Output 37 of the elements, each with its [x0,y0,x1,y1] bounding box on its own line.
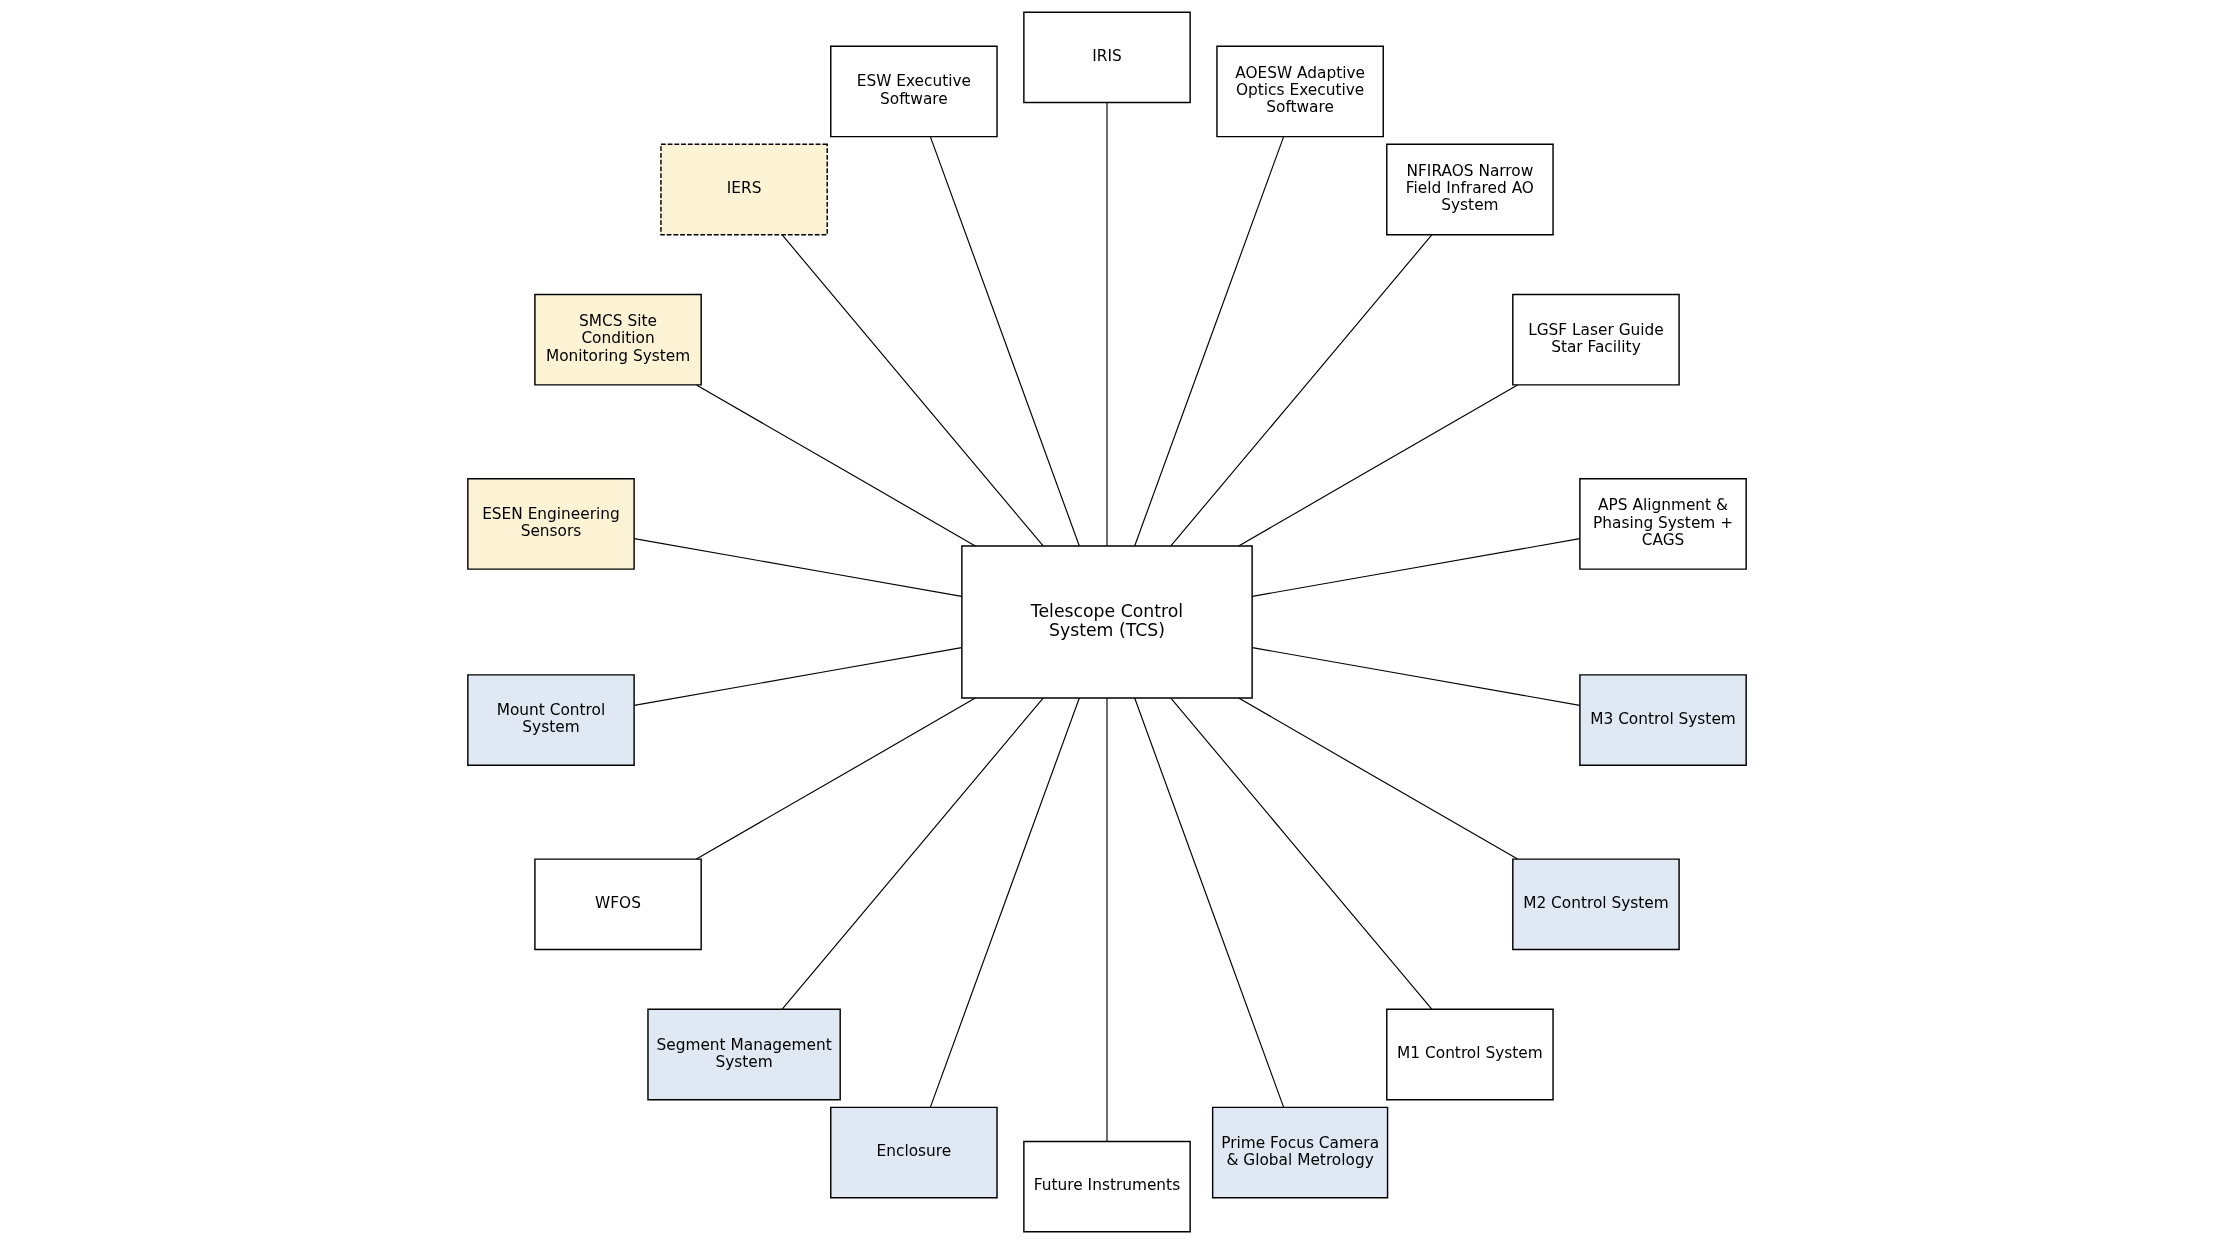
node-box: SMCS Site Condition Monitoring System [534,293,702,386]
node-box: M2 Control System [1512,858,1680,951]
node-box: AOESW Adaptive Optics Executive Software [1216,45,1384,138]
node-box: APS Alignment & Phasing System + CAGS [1579,478,1747,570]
node-box: ESEN Engineering Sensors [467,478,635,570]
connector [1170,234,1433,547]
node-box: M3 Control System [1579,674,1747,766]
connector [781,697,1044,1010]
node-box: WFOS [534,858,702,951]
node-box: Prime Focus Camera & Global Metrology [1211,1106,1389,1199]
node-box: Enclosure [830,1106,998,1199]
connector [1106,102,1108,547]
node-box: LGSF Laser Guide Star Facility [1512,293,1680,386]
node-box: IERS [660,143,828,236]
connector [781,234,1044,547]
connector [1251,538,1581,597]
node-box: NFIRAOS Narrow Field Infrared AO System [1386,143,1554,236]
connector [929,136,1080,547]
connector [1170,697,1433,1010]
connector [633,538,963,597]
connector [1238,697,1519,860]
connector [1134,697,1285,1108]
node-box: Telescope Control System (TCS) [961,545,1253,699]
connector [1251,647,1581,706]
connector [929,697,1080,1108]
connector [695,384,976,547]
connector [695,697,976,860]
connector [1238,384,1519,547]
node-box: Mount Control System [467,674,635,766]
node-box: ESW Executive Software [830,45,998,138]
connector [1134,136,1285,547]
node-box: Segment Management System [647,1008,841,1101]
node-box: IRIS [1023,11,1191,104]
connector [1106,697,1108,1142]
node-box: M1 Control System [1386,1008,1554,1101]
node-box: Future Instruments [1023,1140,1191,1233]
connector [633,647,963,706]
